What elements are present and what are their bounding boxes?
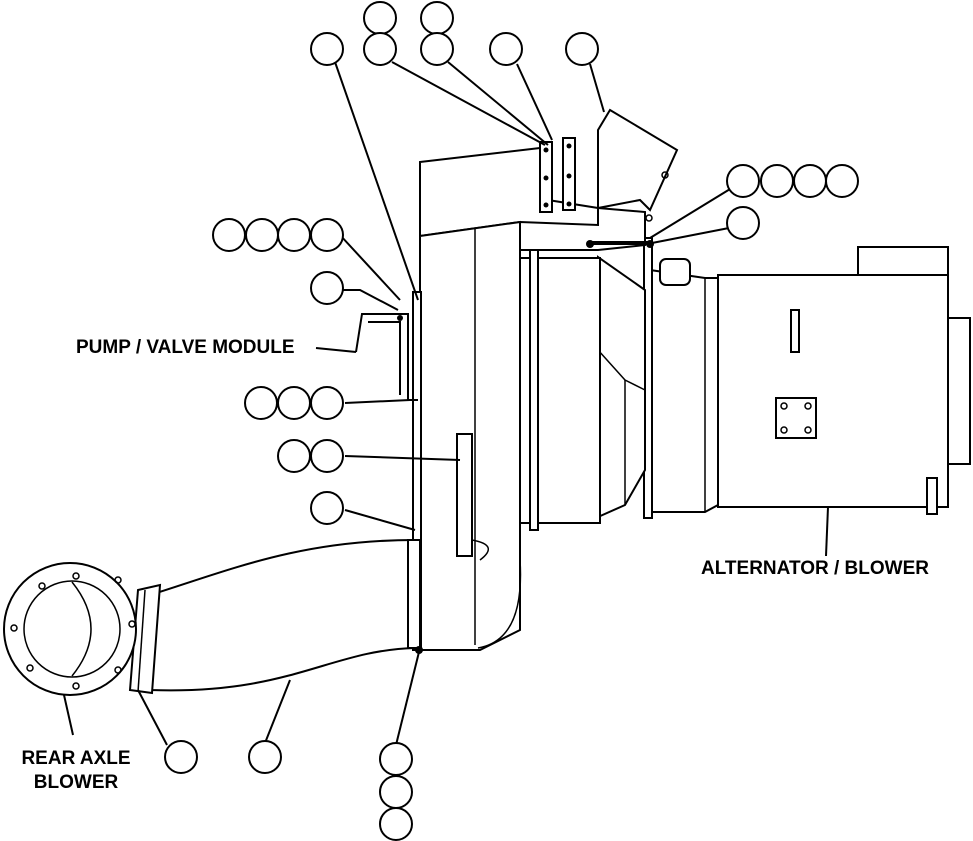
panel-assembly: [412, 108, 679, 651]
callout-balloon: [363, 1, 397, 35]
callout-balloon: [420, 32, 454, 66]
blower-adapter: [643, 237, 719, 519]
leader-lines: [63, 61, 829, 746]
callout-balloon: [245, 218, 279, 252]
rear-axle-blower-label-line1: REAR AXLE: [21, 748, 131, 769]
callout-balloon: [793, 164, 827, 198]
callout-balloon: [726, 164, 760, 198]
callout-balloon: [310, 491, 344, 525]
callout-balloon: [212, 218, 246, 252]
callout-balloon: [420, 1, 454, 35]
callout-balloon: [363, 32, 397, 66]
callout-balloon: [277, 439, 311, 473]
callout-balloon: [277, 218, 311, 252]
callout-balloon: [565, 32, 599, 66]
rear-axle-blower-label-line2: BLOWER: [33, 772, 119, 793]
rear-axle-blower: [3, 538, 423, 696]
callout-balloon: [310, 386, 344, 420]
callout-balloon: [379, 807, 413, 841]
callout-balloon: [760, 164, 794, 198]
callout-balloon: [379, 742, 413, 776]
alternator-blower: [717, 246, 971, 515]
alternator-blower-label: ALTERNATOR / BLOWER: [701, 558, 929, 579]
callout-balloon: [310, 32, 344, 66]
pump-valve-module-label: PUMP / VALVE MODULE: [76, 337, 295, 358]
pump-valve-bracket: [355, 313, 418, 401]
callout-balloon: [489, 32, 523, 66]
callout-balloon: [379, 775, 413, 809]
callout-balloons: [164, 1, 859, 841]
callout-balloon: [244, 386, 278, 420]
callout-balloon: [277, 386, 311, 420]
callout-balloon: [310, 271, 344, 305]
callout-balloon: [310, 218, 344, 252]
callout-balloon: [310, 439, 344, 473]
callout-balloon: [248, 740, 282, 774]
callout-balloon: [164, 740, 198, 774]
callout-balloon: [726, 206, 760, 240]
callout-balloon: [825, 164, 859, 198]
